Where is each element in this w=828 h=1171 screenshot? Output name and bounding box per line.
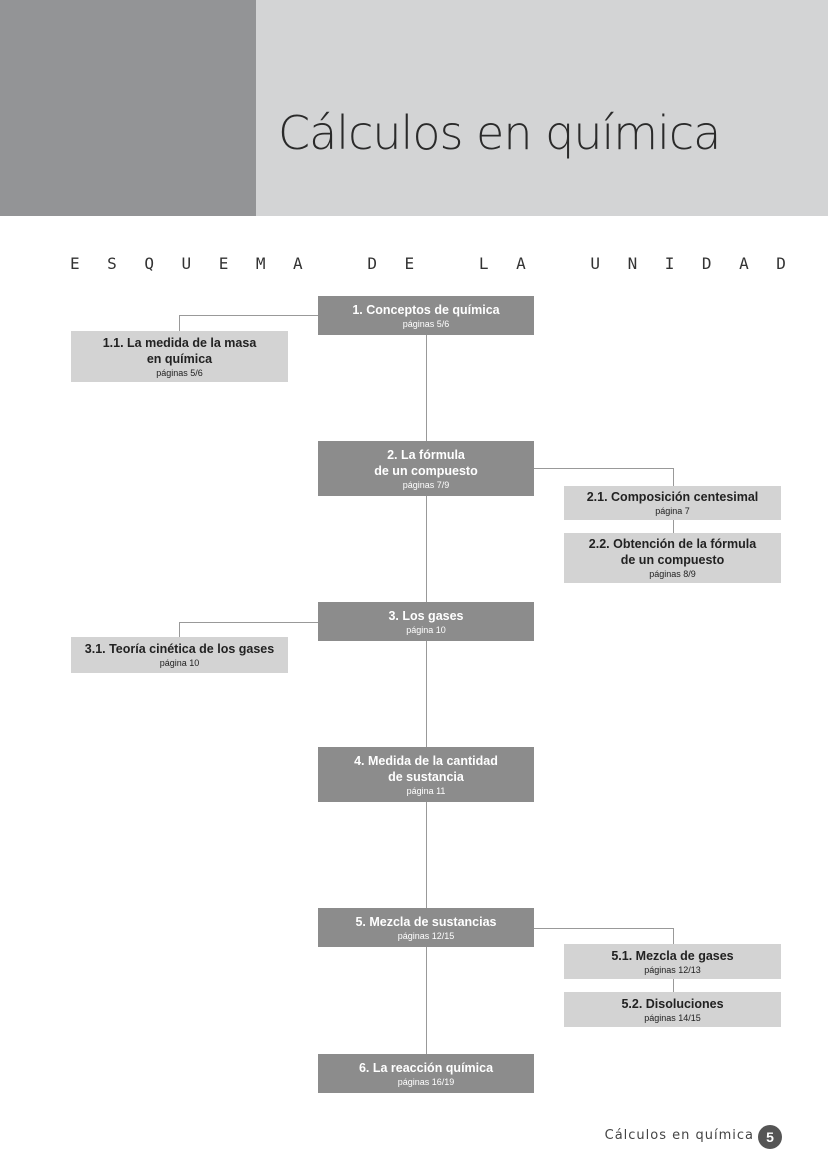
letter: U <box>590 254 601 273</box>
topic-pages: páginas 5/6 <box>402 318 450 329</box>
footer-title: Cálculos en química <box>604 1128 754 1143</box>
gap <box>442 254 452 273</box>
subtopic-2-1: 2.1. Composición centesimal página 7 <box>564 486 781 520</box>
subtopic-3-1: 3.1. Teoría cinética de los gases página … <box>71 637 288 673</box>
topic-pages: páginas 7/9 <box>402 479 450 490</box>
subtopic-title: 1.1. La medida de la masa en química <box>102 335 257 366</box>
letter: A <box>293 254 303 273</box>
subtopic-title: 5.2. Disoluciones <box>621 996 724 1011</box>
subtopic-2-2: 2.2. Obtención de la fórmula de un compu… <box>564 533 781 583</box>
topic-title: 1. Conceptos de química <box>352 302 500 317</box>
subtopic-pages: páginas 14/15 <box>644 1012 701 1023</box>
topic-title: 2. La fórmula de un compuesto <box>374 447 478 478</box>
letter: A <box>739 254 749 273</box>
letter: U <box>181 254 192 273</box>
topic-title: 6. La reacción química <box>358 1060 494 1075</box>
letter: N <box>627 254 638 273</box>
page-title: Cálculos en química <box>278 106 721 160</box>
topic-pages: páginas 16/19 <box>397 1076 455 1087</box>
connector <box>179 622 318 623</box>
header-light-block <box>256 0 828 216</box>
subtopic-pages: páginas 5/6 <box>156 367 203 378</box>
topic-pages: páginas 12/15 <box>397 930 455 941</box>
subtopic-pages: páginas 12/13 <box>644 964 701 975</box>
gap <box>553 254 563 273</box>
connector <box>179 622 180 637</box>
letter: M <box>255 254 266 273</box>
spine-line <box>426 335 427 1054</box>
topic-title: 5. Mezcla de sustancias <box>355 914 497 929</box>
topic-pages: página 11 <box>406 785 446 796</box>
subtopic-pages: páginas 8/9 <box>649 569 696 579</box>
letter: S <box>107 254 117 273</box>
page-number: 5 <box>758 1125 782 1149</box>
subtopic-pages: página 7 <box>655 506 690 516</box>
subtopic-title: 5.1. Mezcla de gases <box>611 948 734 963</box>
topic-pages: página 10 <box>406 624 446 635</box>
letter: L <box>478 254 489 273</box>
topic-title: 4. Medida de la cantidad de sustancia <box>354 753 498 784</box>
gap <box>330 254 340 273</box>
subtopic-pages: página 10 <box>159 658 200 668</box>
subtopic-title: 3.1. Teoría cinética de los gases <box>84 642 275 656</box>
letter: E <box>70 254 80 273</box>
letter: D <box>776 254 786 273</box>
letter: Q <box>144 254 154 273</box>
letter: E <box>404 254 415 273</box>
connector <box>534 928 673 929</box>
connector <box>534 468 673 469</box>
subtopic-title: 2.2. Obtención de la fórmula de un compu… <box>588 537 757 567</box>
connector <box>179 315 318 316</box>
letter: I <box>664 254 675 273</box>
letter: D <box>367 254 378 273</box>
topic-title: 3. Los gases <box>388 608 464 623</box>
subtopic-title: 2.1. Composición centesimal <box>586 490 759 504</box>
header-dark-block <box>0 0 256 216</box>
connector <box>179 315 180 331</box>
letter: D <box>701 254 712 273</box>
letter: A <box>516 254 526 273</box>
letter: E <box>218 254 229 273</box>
